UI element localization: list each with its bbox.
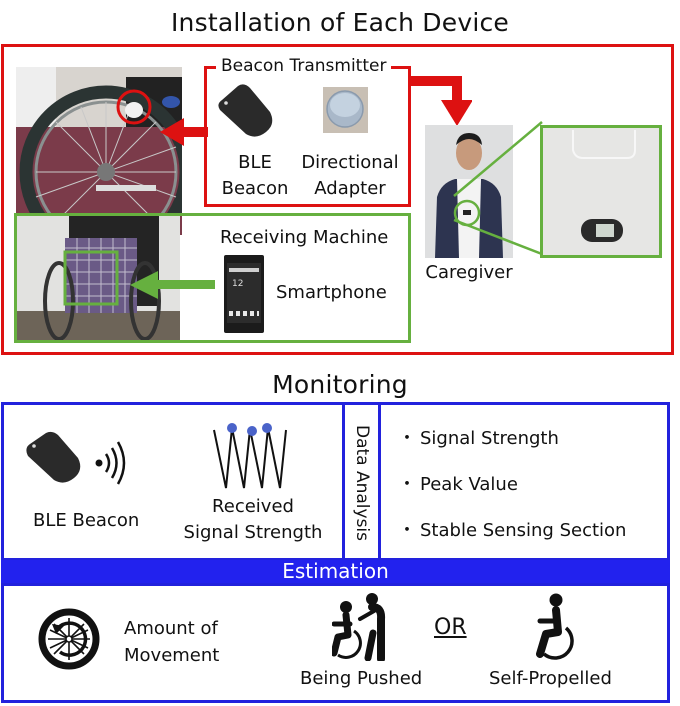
smartphone-icon: 12 [224, 255, 264, 333]
smartphone-label: Smartphone [276, 282, 387, 303]
arrow-to-wheel [160, 118, 208, 146]
received-signal-strength-icon [213, 423, 287, 489]
being-pushed-icon [332, 593, 386, 661]
phone-clock: 12 [232, 279, 244, 289]
amount-of-movement-label: Amount of Movement [124, 615, 219, 669]
ble-beacon-label-line2: Beacon [221, 178, 289, 199]
ble-beacon-label-line1: BLE [238, 152, 272, 173]
arrow-to-wheelchair [130, 271, 215, 299]
wheel-movement-icon [38, 608, 100, 670]
monitoring-title: Monitoring [272, 370, 408, 399]
estimation-title: Estimation [282, 559, 389, 583]
feature-item: ・Peak Value [398, 470, 518, 496]
data-analysis-label: Data Analysis [352, 424, 372, 542]
features-box [378, 402, 670, 561]
feature-label: Stable Sensing Section [420, 520, 627, 541]
bullet: ・ [398, 474, 416, 495]
caregiver-label: Caregiver [425, 262, 513, 283]
receiving-machine-label: Receiving Machine [220, 227, 389, 248]
feature-item: ・Signal Strength [398, 424, 559, 450]
wheel-photo [16, 67, 182, 235]
self-propelled-icon [536, 593, 574, 660]
bullet: ・ [398, 520, 416, 541]
peak-marker [227, 423, 237, 433]
installation-title: Installation of Each Device [170, 8, 509, 37]
directional-adapter-photo [323, 87, 368, 133]
ble-beacon-broadcast-icon [26, 431, 126, 485]
installation-panel [1, 44, 674, 355]
estimation-box [1, 583, 670, 703]
monitoring-ble-beacon-label: BLE Beacon [33, 510, 140, 531]
feature-label: Peak Value [420, 474, 518, 495]
peak-marker [262, 423, 272, 433]
caregiver-photo [425, 125, 513, 258]
beacon-transmitter-label: Beacon Transmitter [216, 56, 392, 76]
directional-adapter-label: Directional Adapter [294, 150, 406, 202]
receiving-machine-box [14, 213, 411, 343]
directional-adapter-label-line2: Adapter [314, 178, 386, 199]
self-propelled-label: Self-Propelled [489, 668, 612, 689]
bullet: ・ [398, 428, 416, 449]
arrow-to-caregiver [408, 76, 472, 126]
zoom-connector-lines [453, 121, 543, 256]
ble-beacon-label: BLE Beacon [219, 150, 291, 202]
directional-adapter-label-line1: Directional [301, 152, 399, 173]
rss-label-line1: Received [212, 496, 294, 517]
beacon-closeup-photo [540, 125, 662, 258]
amount-label-line1: Amount of [124, 618, 218, 639]
feature-label: Signal Strength [420, 428, 559, 449]
data-analysis-label-wrap: Data Analysis [346, 408, 378, 558]
rss-label: Received Signal Strength [170, 494, 336, 546]
or-label: OR [434, 615, 467, 640]
estimation-bar [1, 560, 670, 584]
ble-beacon-device-icon [218, 84, 273, 137]
amount-label-line2: Movement [124, 645, 220, 666]
peak-marker [247, 426, 257, 436]
rss-label-line2: Signal Strength [183, 522, 323, 543]
being-pushed-label: Being Pushed [300, 668, 423, 689]
feature-item: ・Stable Sensing Section [398, 516, 626, 542]
